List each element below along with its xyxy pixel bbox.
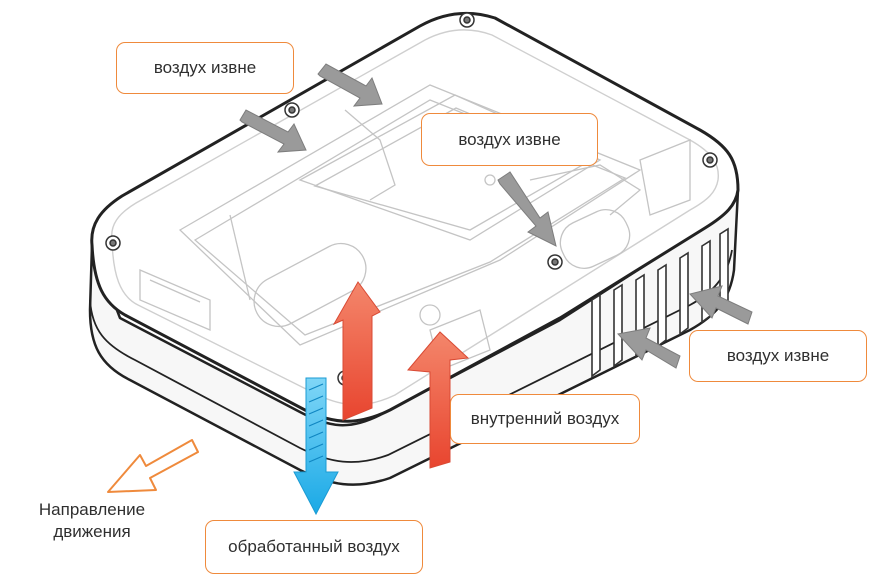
internal-air-arrow-right — [407, 331, 470, 469]
direction-label-line1: Направление — [38, 500, 146, 519]
callout-label: внутренний воздух — [470, 409, 620, 428]
treated-air-arrow — [293, 377, 339, 516]
outside-air-arrows — [239, 63, 753, 369]
direction-label: Направление движения — [22, 499, 162, 543]
outside-air-arrow-left — [239, 109, 307, 153]
outside-air-arrow-right-lower — [617, 327, 681, 369]
callout-outside-air-center: воздух извне — [421, 113, 598, 166]
callout-outside-air-top: воздух извне — [116, 42, 294, 94]
outside-air-arrow-right-upper — [689, 285, 753, 325]
callout-label: обработанный воздух — [228, 537, 400, 556]
outside-air-arrow-center — [497, 171, 557, 247]
callout-label: воздух извне — [153, 58, 257, 77]
callout-outside-air-right: воздух извне — [689, 330, 867, 382]
callout-internal-air: внутренний воздух — [450, 394, 640, 444]
callout-treated-air: обработанный воздух — [205, 520, 423, 574]
internal-air-arrow-left — [332, 281, 381, 421]
direction-arrow — [107, 439, 199, 493]
internal-components — [139, 84, 691, 371]
direction-label-line2: движения — [53, 522, 131, 541]
outside-air-arrow-top — [317, 63, 383, 107]
callout-label: воздух извне — [458, 129, 561, 149]
internal-air-arrows — [332, 281, 470, 469]
callout-label: воздух извне — [726, 346, 830, 365]
